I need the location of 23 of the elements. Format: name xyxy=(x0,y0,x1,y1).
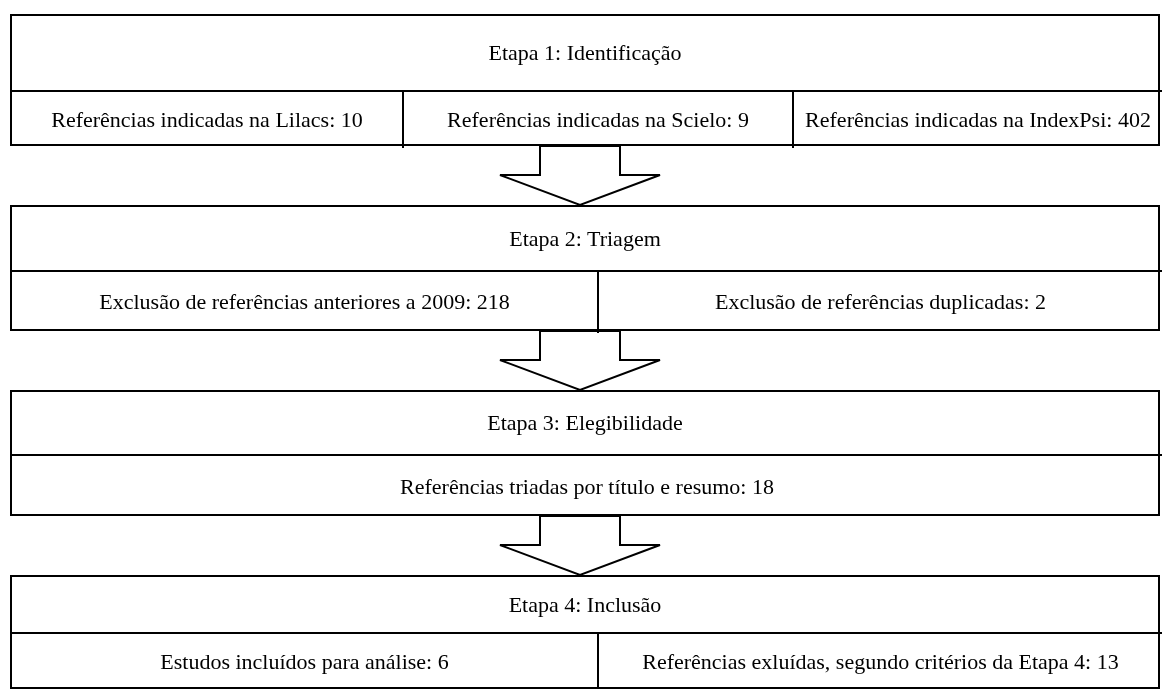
stage-title: Etapa 2: Triagem xyxy=(509,224,661,253)
stage-title: Etapa 1: Identificação xyxy=(488,39,682,67)
count-cell xyxy=(792,90,1162,148)
stage-box xyxy=(10,390,1160,516)
stage-box xyxy=(10,14,1160,146)
count-text: Exclusão de referências duplicadas: 2 xyxy=(714,290,1047,315)
count-text: Referências triadas por título e resumo: 18 xyxy=(400,474,774,500)
count-cell xyxy=(597,270,1162,333)
count-cell xyxy=(402,90,792,148)
count-text: Referências indicadas na Lilacs: 10 xyxy=(51,107,363,133)
count-text: Referências exluídas, segundo critérios da Etapa 4: 13 xyxy=(642,650,1119,675)
count-text: Referências indicadas na IndexPsi: 402 xyxy=(805,107,1151,133)
stage-box xyxy=(10,205,1160,331)
count-text: Referências indicadas na Scielo: 9 xyxy=(447,107,749,133)
stage-box xyxy=(10,575,1160,689)
count-text: Exclusão de referências anteriores a 2009: 218 xyxy=(99,290,510,315)
count-cell xyxy=(597,632,1162,689)
block-arrow xyxy=(499,330,661,392)
block-arrow xyxy=(499,145,661,207)
stage-title: Etapa 4: Inclusão xyxy=(508,590,662,619)
block-arrow xyxy=(499,515,661,577)
stage-title: Etapa 3: Elegibilidade xyxy=(487,409,683,437)
count-text: Estudos incluídos para análise: 6 xyxy=(160,650,449,675)
